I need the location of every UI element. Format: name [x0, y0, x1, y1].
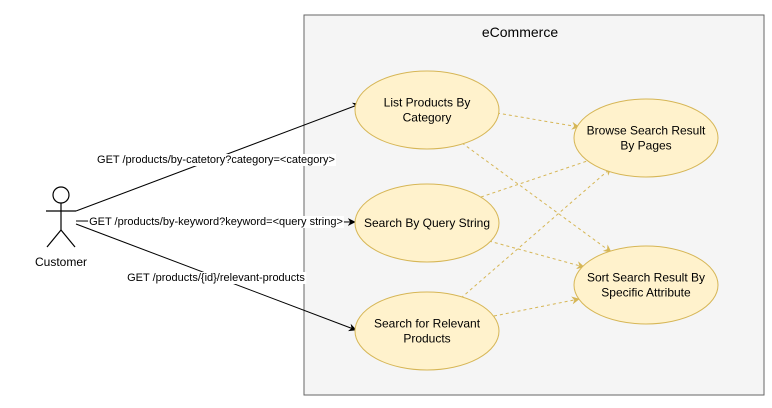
association-label-query: GET /products/by-keyword?keyword=<query …	[89, 216, 343, 228]
association-label-bg	[96, 154, 336, 166]
association-label-list: GET /products/by-catetory?category=<cate…	[97, 154, 335, 166]
association-label-bg	[126, 272, 307, 284]
actor-label: Customer	[35, 255, 87, 269]
use-case-ellipse	[354, 183, 500, 263]
use-case-ellipse	[573, 98, 719, 178]
association-label-bg	[88, 216, 344, 228]
use-case-label-line: Specific Attribute	[601, 286, 691, 300]
actor-leg-right	[60, 229, 76, 248]
use-case-label-line: By Pages	[620, 139, 671, 153]
association-label-group-relevant: GET /products/{id}/relevant-products	[126, 272, 307, 284]
use-case-query[interactable]: Search By Query String	[354, 183, 500, 263]
dependency-query-to-sort	[488, 240, 585, 269]
dependency-query-to-browse	[480, 155, 600, 198]
dependency-list-to-browse	[496, 112, 580, 130]
association-label-group-list: GET /products/by-catetory?category=<cate…	[96, 154, 336, 166]
use-case-ellipse	[354, 70, 500, 150]
association-label-relevant: GET /products/{id}/relevant-products	[127, 272, 305, 284]
use-case-label-line: Products	[403, 332, 450, 346]
use-case-label-line: Category	[403, 111, 452, 125]
use-case-label-line: Browse Search Result	[587, 124, 706, 138]
actor-leg-left	[46, 229, 62, 248]
association-layer: GET /products/by-catetory?category=<cate…	[75, 102, 361, 332]
actor-head	[52, 186, 70, 204]
association-label-group-query: GET /products/by-keyword?keyword=<query …	[88, 216, 344, 228]
dependency-relevant-to-sort	[493, 296, 580, 317]
use-case-label-line: Search By Query String	[364, 216, 490, 230]
use-case-ellipse	[354, 291, 500, 371]
use-case-label-line: List Products By	[384, 96, 471, 110]
dependency-layer	[460, 112, 612, 317]
use-case-label-line: Sort Search Result By	[587, 271, 705, 285]
use-case-ellipse	[573, 245, 719, 325]
system-title: eCommerce	[482, 24, 558, 40]
dependency-list-to-sort	[461, 142, 612, 253]
use-case-label-line: Search for Relevant	[374, 317, 481, 331]
actor-customer[interactable]: Customer	[35, 186, 87, 269]
